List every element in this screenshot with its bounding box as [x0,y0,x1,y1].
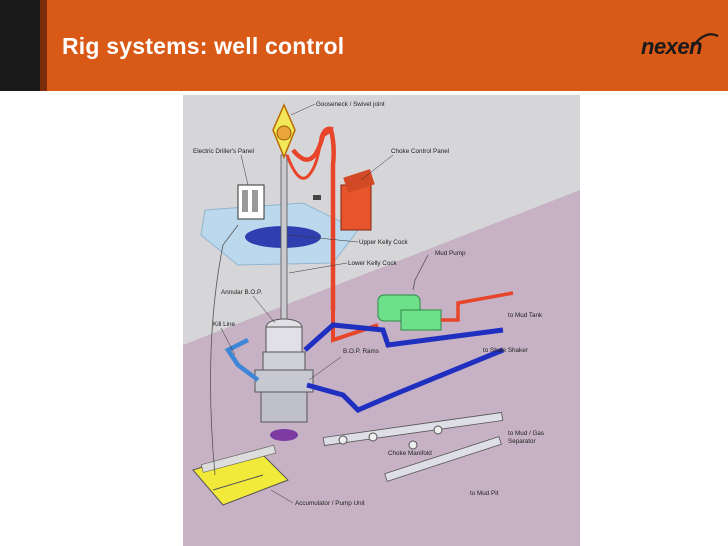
accumulator-control-line [210,224,239,476]
label-to-shale-shaker: to Shale Shaker [483,347,528,354]
label-choke-manifold: Choke Manifold [388,450,432,457]
rotary-hose [285,126,334,180]
label-to-mud-gas-1: to Mud / Gas [508,430,544,437]
title-bar-left-strip [0,0,47,91]
mud-pump-leader [412,254,429,291]
flow-line [306,347,504,413]
label-annular-bop: Annular B.O.P. [221,289,262,296]
kelly-pipe [280,154,288,326]
label-to-mud-gas-2: Separator [508,438,536,445]
kill-line [224,337,260,382]
gooseneck-icon [272,103,296,159]
accumulator-icon [192,444,289,506]
label-mud-pump: Mud Pump [435,250,466,257]
label-driller-panel: Electric Driller's Panel [193,148,254,155]
label-upper-kelly: Upper Kelly Cock [359,239,408,246]
rig-diagram: Gooseneck / Swivel joint Electric Drille… [183,95,580,546]
title-bar [0,0,728,91]
label-bop-rams: B.O.P. Rams [343,348,379,355]
title-bar-left-accent [40,0,47,91]
label-lower-kelly: Lower Kelly Cock [348,260,397,267]
logo-swoosh-icon [693,33,719,46]
choke-manifold-icon [322,412,504,482]
label-choke-panel: Choke Control Panel [391,148,449,155]
label-to-mud-tank: to Mud Tank [508,312,543,319]
floor-area [183,190,580,546]
label-gooseneck: Gooseneck / Swivel joint [316,101,385,108]
driller-panel-icon [237,184,265,220]
shale-shaker-line [303,322,504,352]
logo-text: nexen [641,34,703,59]
mud-pump-icon [377,294,442,331]
company-logo: nexen [641,33,719,70]
choke-panel-icon [313,169,375,231]
slide-title: Rig systems: well control [62,33,345,59]
bop-stack-icon [254,318,314,441]
label-to-mud-pit: to Mud Pit [470,490,499,497]
mud-tank-line [441,291,514,322]
standpipe-red-line [291,126,336,310]
rig-diagram-svg: Gooseneck / Swivel joint Electric Drille… [183,95,580,546]
label-kill-line: Kill Line [213,321,236,328]
label-accumulator: Accumulator / Pump Unit [295,500,365,507]
